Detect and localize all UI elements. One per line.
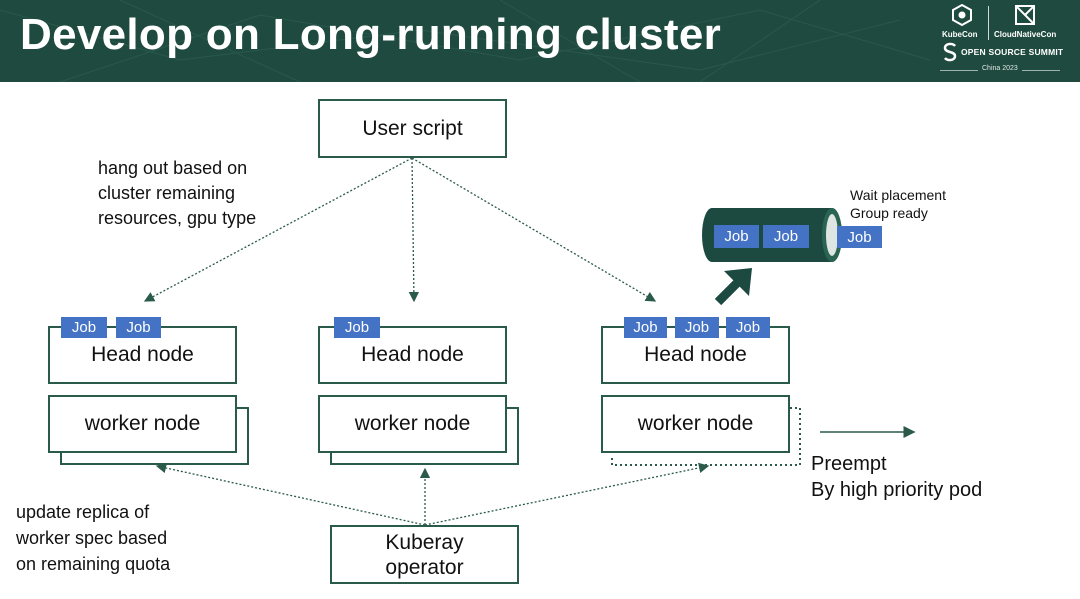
header-banner: Develop on Long-running cluster KubeCon … [0,0,1080,82]
arrow-to-worker-3 [424,462,710,526]
kuberay-label: Kuberay [385,530,464,554]
cloudnativecon-icon [1015,5,1035,25]
cluster-1-job-2: Job [116,317,161,338]
cluster-3-worker-node: worker node [601,395,790,453]
event-logos: KubeCon CloudNativeCon OPEN SOURCE SUMMI… [940,4,1075,76]
head-node-label: Head node [644,343,747,366]
user-script-arrows [143,157,657,303]
cluster-2-job-1: Job [334,317,380,338]
user-script-label: User script [362,116,463,140]
update-line-1: update replica of [16,502,150,522]
arrow-to-cluster-2 [408,157,420,303]
open-source-summit-icon [943,42,957,62]
operator-label: operator [385,555,464,579]
cluster-2-worker-node: worker node [318,395,507,453]
update-line-2: worker spec based [16,528,168,548]
incoming-job: Job [837,226,882,248]
arrow-to-worker-1 [155,462,426,526]
worker-node-label: worker node [637,412,754,435]
cloudnativecon-text: CloudNativeCon [994,30,1057,39]
event-year-text: China 2023 [982,65,1018,72]
event-line-right [1022,70,1060,71]
open-source-summit-text: OPEN SOURCE SUMMIT [961,47,1064,57]
kubecon-text: KubeCon [942,30,978,39]
kuberay-operator-box: Kuberay operator [330,525,519,584]
user-script-box: User script [318,99,507,158]
wait-note-line-2: Group ready [850,205,928,221]
hang-out-note: hang out based on cluster remaining reso… [98,156,256,231]
preempt-line-2: By high priority pod [811,479,983,501]
to-queue-arrow-icon [714,268,752,306]
cluster-3-job-1: Job [624,317,667,338]
kuberay-arrows [155,462,710,526]
hang-out-line-1: hang out based on [98,158,248,178]
update-line-3: on remaining quota [16,554,171,574]
preempt-line-1: Preempt [811,453,887,475]
cluster-1-job-1: Job [61,317,107,338]
wait-placement-note: Wait placement Group ready [850,186,946,222]
head-node-label: Head node [91,343,194,366]
kubecon-icon [952,4,972,26]
event-line-left [940,70,978,71]
preempted-worker-outline [611,407,801,466]
queue-job-1: Job [714,225,759,248]
arrow-to-cluster-1 [143,157,413,302]
logo-divider [988,6,989,40]
worker-node-label: worker node [354,412,471,435]
worker-node-label: worker node [84,412,201,435]
cluster-3-job-2: Job [675,317,719,338]
cluster-3-job-3: Job [726,317,770,338]
hang-out-line-2: cluster remaining [98,183,236,203]
slide-title: Develop on Long-running cluster [20,10,722,59]
arrow-to-cluster-3 [411,157,657,302]
preempt-note: Preempt By high priority pod [811,451,982,503]
head-node-label: Head node [361,343,464,366]
wait-note-line-1: Wait placement [850,187,946,203]
update-replica-note: update replica of worker spec based on r… [16,499,170,577]
hang-out-line-3: resources, gpu type [98,208,257,228]
queue-job-2: Job [763,225,809,248]
header-decoration [0,0,931,82]
cluster-1-worker-node: worker node [48,395,237,453]
